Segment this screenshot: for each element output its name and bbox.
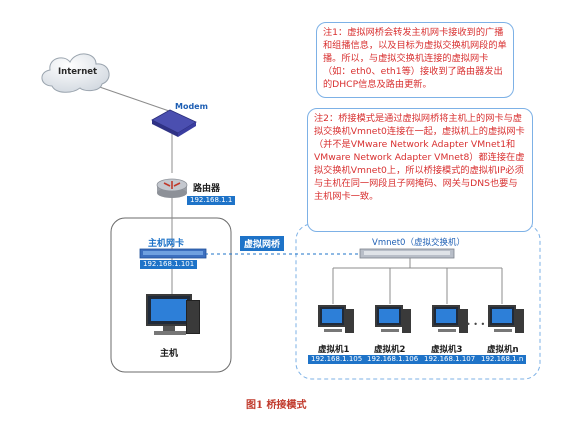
vm3-ip-badge: 192.168.1.107 (421, 355, 479, 364)
host-nic-ip-badge: 192.168.1.101 (140, 260, 198, 269)
vm3-pc-icon (432, 305, 468, 339)
vswitch-label: Vmnet0（虚拟交换机） (372, 238, 465, 248)
host-pc-icon (146, 294, 200, 340)
modem-label: Modem (175, 102, 208, 111)
figure-caption: 图1 桥接模式 (246, 400, 307, 411)
router-label: 路由器 (193, 184, 221, 194)
note-2: 注2：桥接模式是通过虚拟网桥将主机上的网卡与虚拟交换机Vmnet0连接在一起，虚… (307, 108, 533, 232)
host-boundary (110, 217, 232, 373)
vm2-ip-badge: 192.168.1.106 (364, 355, 422, 364)
vmn-label: 虚拟机n (487, 345, 519, 355)
vm1-label: 虚拟机1 (318, 345, 350, 355)
vm2-pc-icon (375, 305, 411, 339)
host-nic-label: 主机网卡 (148, 239, 185, 249)
internet-label: Internet (58, 67, 98, 77)
vm1-pc-icon (318, 305, 354, 339)
host-nic-icon (139, 248, 207, 259)
host-label: 主机 (160, 349, 179, 359)
internet-cloud-icon (41, 53, 110, 93)
bridge-label: 虚拟网桥 (240, 236, 285, 251)
note-1: 注1：虚拟网桥会转发主机网卡接收到的广播和组播信息，以及目标为虚拟交换机网段的单… (316, 22, 514, 98)
vmn-pc-icon (488, 305, 524, 339)
modem-icon (151, 109, 197, 137)
vmn-ip-badge: 192.168.1.n (478, 355, 527, 364)
vm1-ip-badge: 192.168.1.105 (308, 355, 366, 364)
router-ip-badge: 192.168.1.1 (187, 196, 236, 205)
vm3-label: 虚拟机3 (431, 345, 463, 355)
vswitch-icon (359, 248, 455, 259)
router-icon (156, 178, 188, 198)
vm-ellipsis: • • • (466, 320, 486, 329)
internet-modem-link (87, 82, 173, 113)
vm2-label: 虚拟机2 (374, 345, 406, 355)
